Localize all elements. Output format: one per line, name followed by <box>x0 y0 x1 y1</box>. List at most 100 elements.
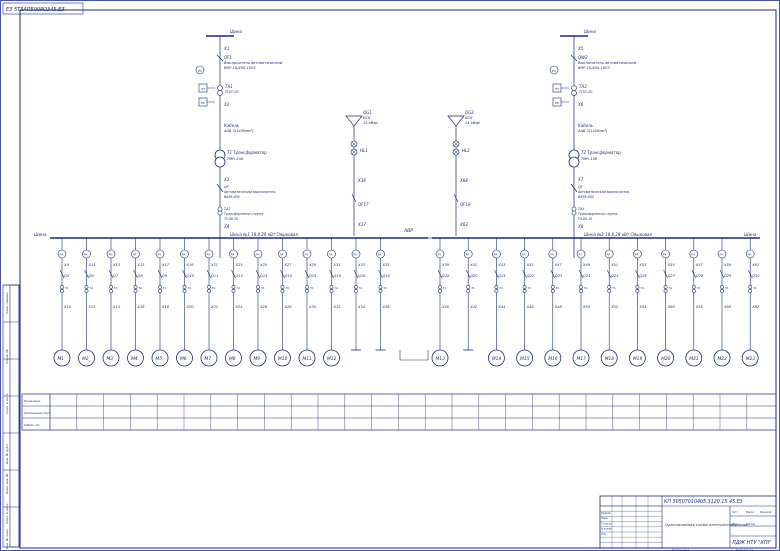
breaker-contact <box>231 269 236 279</box>
breaker-label: Q23 <box>555 274 563 278</box>
terminal-label: Х4 <box>223 224 230 229</box>
current-transformer-3 <box>217 206 223 212</box>
side-stamp-label: Подп. и дата <box>5 393 9 414</box>
current-transformer-4 <box>217 210 223 216</box>
breaker-label: Q22 <box>527 274 535 278</box>
current-transformer <box>84 285 89 289</box>
meter-text: РА <box>182 253 186 257</box>
terminal-label: Х58 <box>695 305 704 309</box>
meter-text: РА <box>231 253 235 257</box>
breaker-contact <box>353 269 359 279</box>
motor-label: М21 <box>689 356 699 362</box>
lamp-cross <box>453 149 459 155</box>
side-stamp-label: Перв. примен. <box>5 291 9 314</box>
terminal-label: Х29 <box>308 263 317 267</box>
breaker-label: Q7 <box>113 274 119 278</box>
current-transformer <box>256 285 260 289</box>
terminal-label: Х27 <box>284 263 293 267</box>
meter-text: РА <box>133 253 137 257</box>
terminal-label: Х24 <box>235 305 244 309</box>
meter-text: РА <box>607 253 611 257</box>
breaker-label: Q24 <box>583 274 591 278</box>
ct-text: ТА <box>139 286 143 290</box>
terminal-label: Х10 <box>63 305 72 309</box>
breaker-label: Q18 <box>442 274 450 278</box>
motor-label: М17 <box>577 356 587 362</box>
format-label: Формат А1 <box>736 548 753 551</box>
meter-text: РА <box>663 253 667 257</box>
terminal-label: Х40 <box>441 305 450 309</box>
current-transformer <box>438 289 442 293</box>
top-stamp-code: ЕЗ 5Т5АП500РО345.ЕЗ <box>6 7 65 13</box>
terminal-label: Х13 <box>112 263 121 267</box>
breaker-label: Q14 <box>285 274 293 278</box>
terminal-label: Х22 <box>210 305 219 309</box>
breaker-label: Q11 <box>211 274 218 278</box>
ct-model: ТПЛ-10 <box>225 90 239 94</box>
terminal-label: Х63 <box>459 222 468 227</box>
bank-power: 15 кВар <box>465 121 481 125</box>
ct-text: ТА <box>556 286 560 290</box>
breaker-contact <box>206 269 212 279</box>
table-row-header: Позначення <box>24 399 41 403</box>
breaker-label: QF17 <box>358 202 369 207</box>
meter-text: РА <box>438 253 442 257</box>
ct-model: Т0.66-20 <box>224 217 238 221</box>
bus-label-right: Шина <box>744 232 757 237</box>
terminal-label: Х7 <box>577 177 584 182</box>
current-transformer <box>748 285 753 289</box>
breaker-label: QF1 <box>224 55 232 60</box>
meter-text: РА <box>579 253 583 257</box>
current-transformer <box>256 289 260 293</box>
meter-text: РА <box>84 253 88 257</box>
current-transformer <box>378 289 383 293</box>
current-transformer <box>550 289 555 293</box>
breaker-contact <box>747 269 753 279</box>
breaker-label: Q19 <box>383 274 391 278</box>
breaker-contact <box>578 269 584 279</box>
meter-text: РА <box>256 253 260 257</box>
cable-model: ААБ 3(1х50мм²) <box>577 129 608 133</box>
ct-text: ТА <box>286 286 290 290</box>
breaker-label: Q15 <box>309 274 317 278</box>
terminal-label: Х50 <box>582 305 591 309</box>
side-stamp-label: Подп. и дата <box>5 503 9 524</box>
motor-label: М12 <box>327 356 337 362</box>
motor-label: М14 <box>492 356 502 362</box>
motor-label: М9 <box>254 356 261 362</box>
breaker-label: Q21 <box>498 274 505 278</box>
lamp-label: HL1 <box>360 148 368 153</box>
table-row-header: Номінальний струм <box>24 411 51 415</box>
ct-desc: Трансформатор струму <box>224 212 264 216</box>
current-transformer <box>133 289 138 293</box>
motor-label: М4 <box>131 356 138 362</box>
meter-text: РА <box>466 253 470 257</box>
terminal-label: Х47 <box>554 263 563 267</box>
transformer-winding-2 <box>214 156 226 168</box>
meter-text: РА <box>635 253 639 257</box>
relay-indicator <box>195 65 205 75</box>
bank-power: 15 кВар <box>363 121 379 125</box>
relay-text: ЛТ <box>554 87 560 91</box>
breaker-desc: Выключатель автоматический <box>578 61 637 65</box>
terminal-label: Х31 <box>333 263 341 267</box>
ct-text: ТА <box>443 286 447 290</box>
terminal-label: Х16 <box>137 305 146 309</box>
current-transformer <box>305 289 309 293</box>
breaker-contact <box>606 269 612 279</box>
meter-text: РА <box>207 253 211 257</box>
transformer-model: ТМН-100 <box>581 157 598 161</box>
terminal-label: Х20 <box>186 305 195 309</box>
